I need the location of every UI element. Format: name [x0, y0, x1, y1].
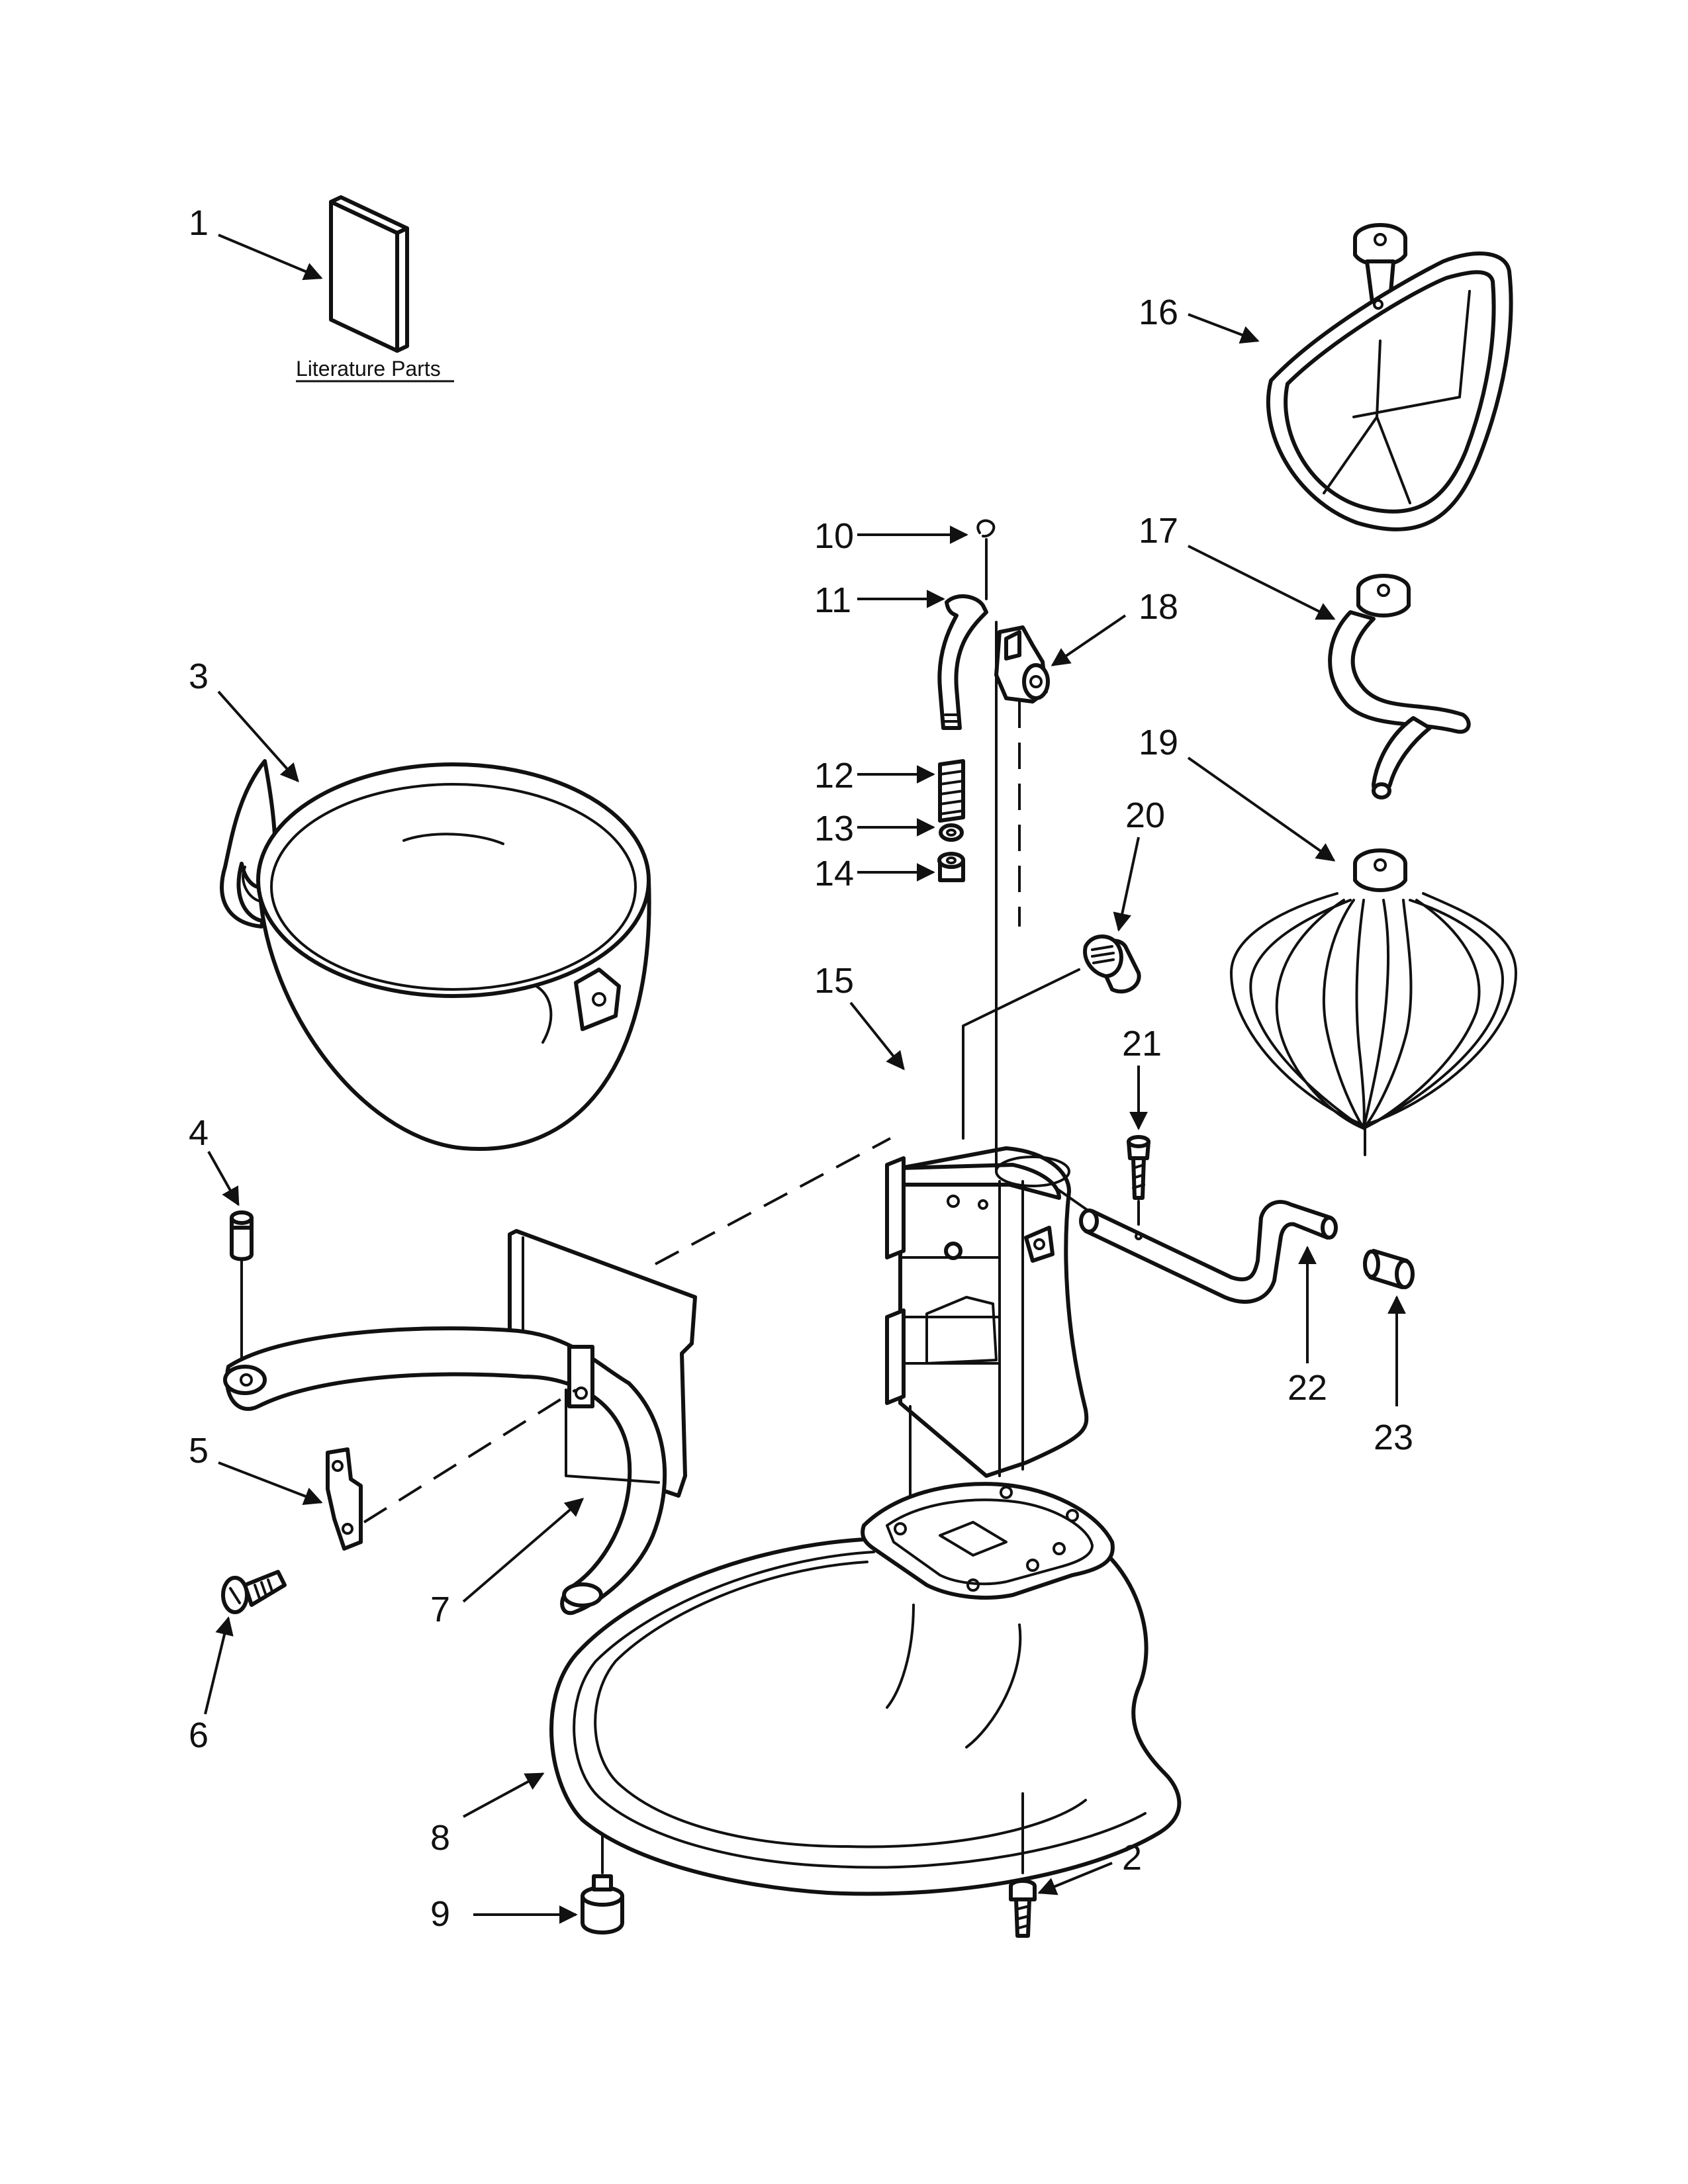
callout-1: 1 [189, 203, 209, 243]
leader-2 [1037, 1862, 1113, 1895]
hinge-pin-rod [937, 594, 988, 730]
callout-18: 18 [1139, 587, 1178, 627]
retaining-ring [976, 519, 996, 538]
callout-15: 15 [814, 961, 854, 1001]
dough-hook [1328, 574, 1471, 799]
callout-9: 9 [430, 1894, 450, 1934]
callout-3: 3 [189, 657, 209, 696]
bowl-pin [230, 1210, 254, 1261]
crank-cap [1363, 1249, 1415, 1289]
leader-18 [1051, 614, 1127, 666]
mixing-bowl [220, 759, 651, 1152]
callout-22: 22 [1288, 1368, 1327, 1408]
leader-19 [1187, 756, 1336, 862]
callout-10: 10 [814, 516, 854, 556]
callout-20: 20 [1125, 796, 1165, 835]
leader-4 [207, 1151, 240, 1206]
callout-12: 12 [814, 756, 854, 796]
callout-8: 8 [430, 1818, 450, 1858]
callout-21: 21 [1122, 1024, 1162, 1064]
washer [939, 823, 964, 842]
spring [938, 759, 965, 823]
callout-4: 4 [189, 1113, 209, 1153]
leader-16 [1188, 313, 1260, 344]
callout-6: 6 [189, 1715, 209, 1755]
bracket-screw [221, 1570, 287, 1614]
bracket-dashline [655, 1137, 891, 1265]
callout-5: 5 [189, 1431, 209, 1471]
clamp-dashline [363, 1388, 577, 1524]
callout-13: 13 [814, 809, 854, 848]
callout-17: 17 [1139, 511, 1178, 551]
leader-6 [204, 1616, 234, 1715]
leader-17 [1188, 545, 1336, 620]
nut [937, 852, 965, 882]
leader-20 [1113, 837, 1140, 932]
lock-leader-line [962, 968, 1080, 1140]
callout-2: 2 [1122, 1838, 1142, 1878]
head-lock-bracket [994, 625, 1050, 704]
bowl-support-bracket [223, 1229, 697, 1615]
leader-5 [218, 1461, 323, 1505]
literature-caption: Literature Parts [296, 357, 441, 381]
callout-11: 11 [814, 580, 851, 620]
base-screw [1009, 1879, 1037, 1938]
leader-15 [849, 1001, 905, 1071]
literature-booklet [329, 195, 409, 353]
crank-screw [1127, 1135, 1150, 1200]
speed-lock-knob [1083, 934, 1141, 994]
leader-7 [462, 1498, 585, 1603]
pedestal-housing [885, 1146, 1089, 1478]
pedestal-crank-link [1055, 1187, 1090, 1212]
callout-23: 23 [1374, 1418, 1413, 1457]
callout-7: 7 [430, 1590, 450, 1629]
wire-whip [1230, 848, 1517, 1156]
leader-1 [218, 234, 323, 281]
callout-16: 16 [1139, 293, 1178, 332]
flat-beater [1266, 223, 1513, 531]
rubber-foot [581, 1874, 624, 1934]
callout-14: 14 [814, 854, 854, 893]
leader-3 [217, 690, 299, 783]
leader-8 [463, 1772, 545, 1818]
bowl-clamp-plate [326, 1447, 363, 1551]
callout-19: 19 [1139, 723, 1178, 762]
crank-rod [1079, 1200, 1338, 1304]
